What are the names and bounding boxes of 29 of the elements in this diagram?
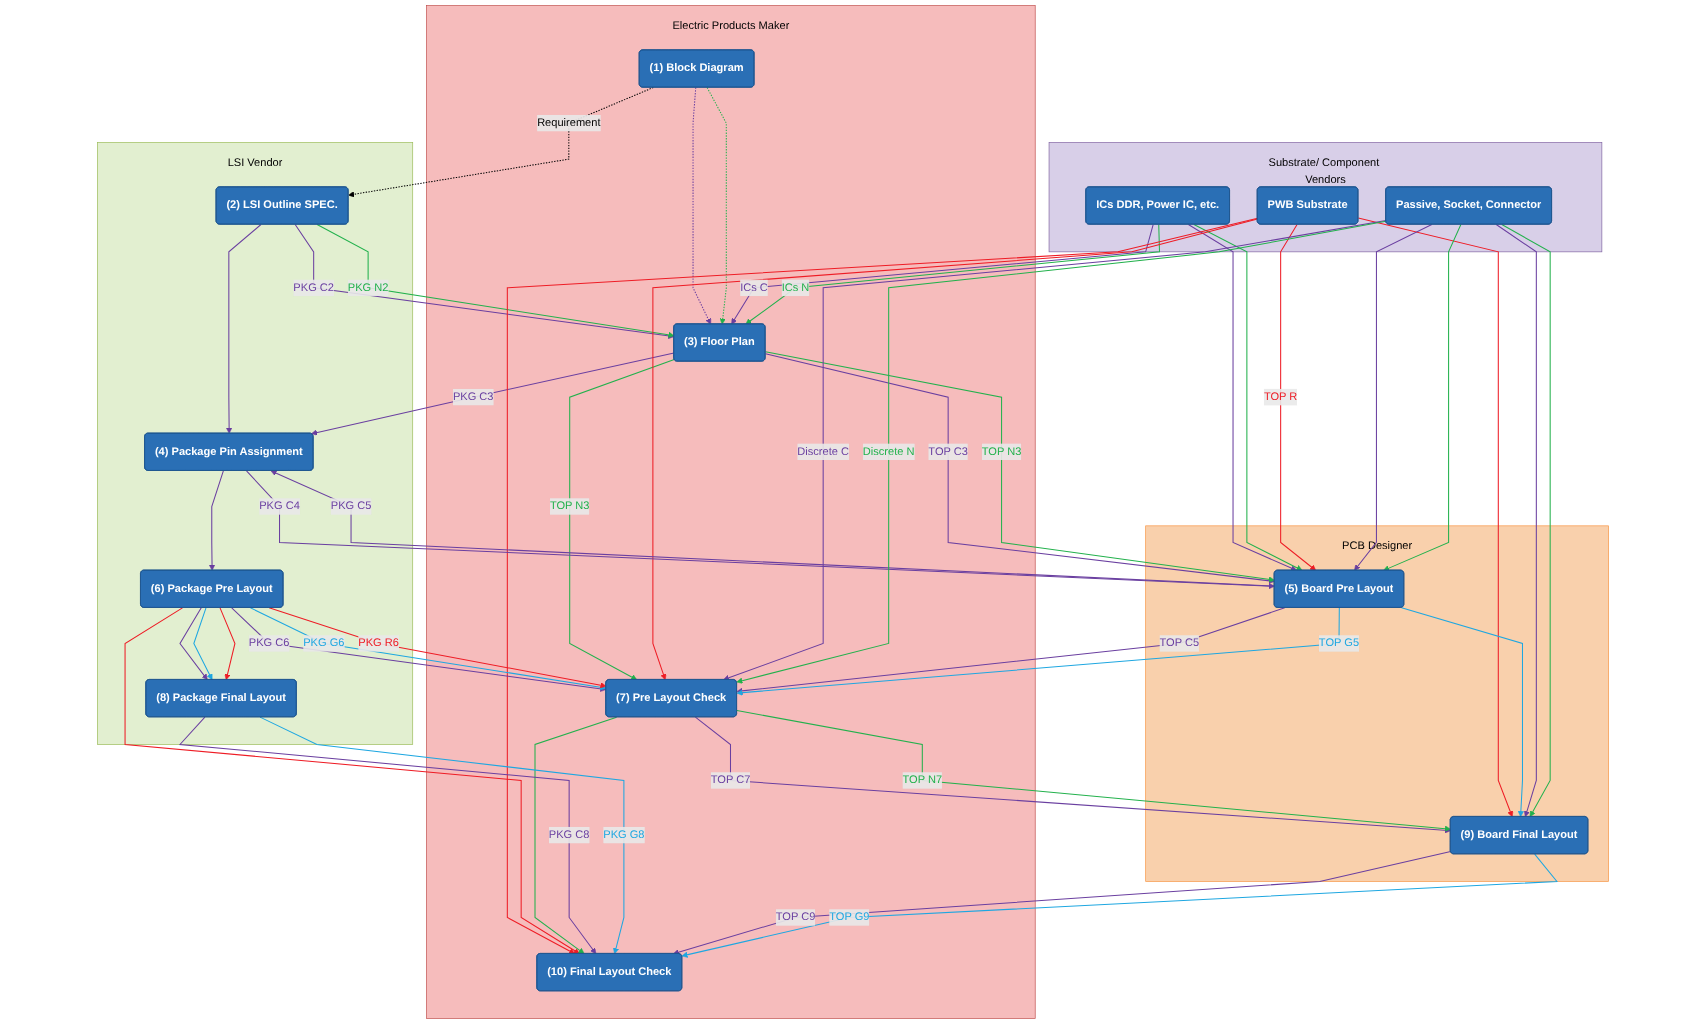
arrow bbox=[1401, 607, 1524, 818]
arrow bbox=[226, 224, 262, 434]
arrow bbox=[1501, 224, 1551, 818]
arrow bbox=[673, 850, 1452, 956]
arrow bbox=[311, 352, 675, 436]
arrow bbox=[348, 87, 654, 198]
arrow bbox=[652, 218, 1259, 681]
arrow bbox=[1383, 224, 1462, 572]
arrow bbox=[259, 716, 625, 955]
cluster bbox=[426, 5, 1036, 1019]
arrow bbox=[506, 217, 1259, 955]
arrow bbox=[1495, 224, 1537, 818]
arrow bbox=[124, 607, 580, 955]
arrow bbox=[179, 607, 208, 681]
arrow bbox=[706, 87, 727, 325]
arrow bbox=[692, 87, 712, 325]
arrow bbox=[209, 470, 224, 571]
arrow bbox=[534, 716, 618, 955]
arrow bbox=[681, 853, 1558, 958]
arrow bbox=[1357, 217, 1514, 818]
arrow bbox=[569, 358, 675, 681]
arrow bbox=[178, 716, 597, 955]
cluster bbox=[1145, 525, 1609, 882]
arrow bbox=[1280, 224, 1317, 571]
arrow bbox=[1354, 224, 1433, 571]
arrow bbox=[193, 607, 213, 681]
cluster bbox=[97, 142, 414, 745]
arrow bbox=[219, 607, 236, 681]
cluster bbox=[1048, 142, 1603, 253]
